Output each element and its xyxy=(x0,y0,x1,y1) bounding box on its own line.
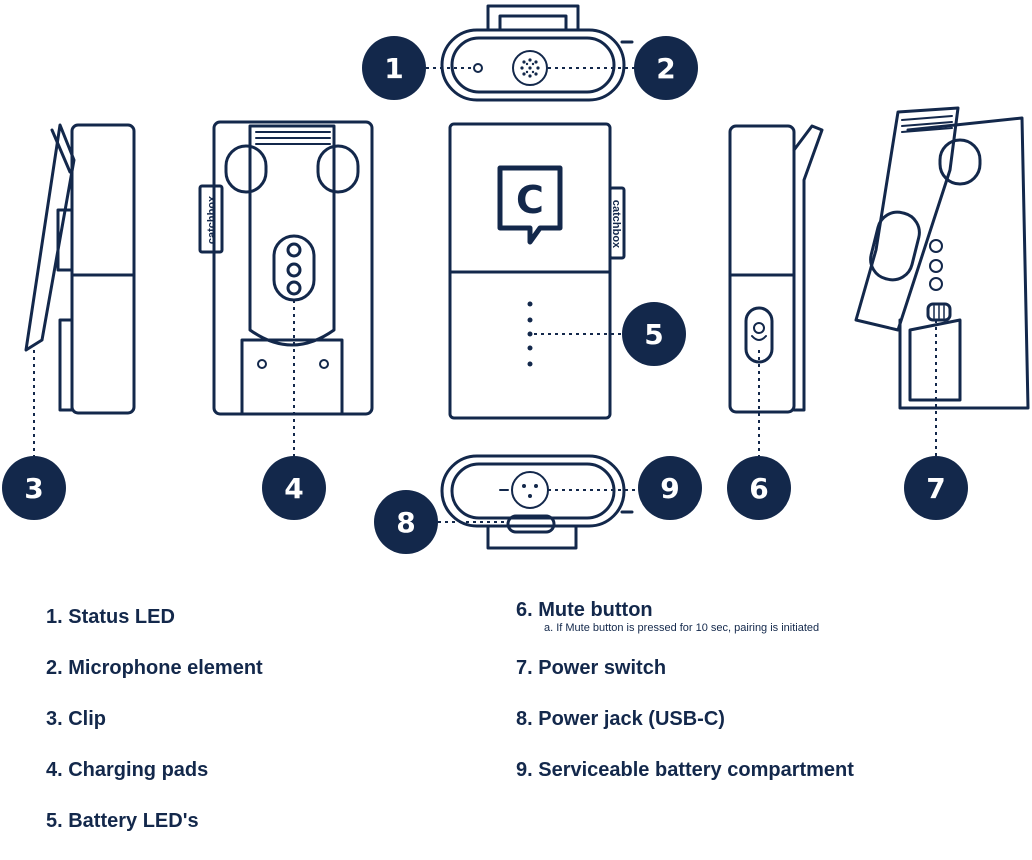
svg-text:7: 7 xyxy=(926,472,945,505)
angled-view-device xyxy=(854,106,1030,410)
legend-item: 4. Charging pads xyxy=(46,759,209,781)
legend-item: 9. Serviceable battery compartment xyxy=(516,759,854,781)
callout-8: 8 xyxy=(374,490,438,554)
legend-item: 8. Power jack (USB-C) xyxy=(516,708,725,730)
legend-item: 6. Mute button xyxy=(516,599,653,621)
back-view-device xyxy=(198,120,374,416)
side-view-clip xyxy=(24,123,136,415)
svg-text:4: 4 xyxy=(284,472,303,505)
battery-leds xyxy=(527,301,533,367)
legend-entry-mute: 6. Mute button a. If Mute button is pres… xyxy=(516,598,854,656)
legend-item: 7. Power switch xyxy=(516,657,667,679)
callout-9: 9 xyxy=(638,456,702,520)
legend-item: 2. Microphone element xyxy=(46,657,263,679)
legend-item: 1. Status LED xyxy=(46,606,175,628)
front-view-device xyxy=(448,122,626,420)
svg-text:5: 5 xyxy=(644,318,663,351)
legend-item: 5. Battery LED's xyxy=(46,810,199,832)
callout-3: 3 xyxy=(2,456,66,520)
svg-text:3: 3 xyxy=(24,472,43,505)
callout-5: 5 xyxy=(622,302,686,366)
svg-text:9: 9 xyxy=(660,472,679,505)
microphone-element xyxy=(512,50,548,86)
brand-label-back: catchbox xyxy=(206,195,218,244)
legend-item: 3. Clip xyxy=(46,708,107,730)
brand-label-front: catchbox xyxy=(610,200,622,249)
logo-letter: C xyxy=(516,178,544,222)
callout-4: 4 xyxy=(262,456,326,520)
callout-7: 7 xyxy=(904,456,968,520)
angled-clip-grille xyxy=(901,115,953,133)
callout-2: 2 xyxy=(634,36,698,100)
svg-text:6: 6 xyxy=(749,472,768,505)
svg-text:2: 2 xyxy=(656,52,675,85)
power-switch xyxy=(926,302,952,322)
svg-text:1: 1 xyxy=(384,52,403,85)
catchbox-logo-icon xyxy=(497,165,563,245)
status-led xyxy=(473,63,483,73)
side-view-mute xyxy=(728,124,824,414)
battery-compartment xyxy=(499,471,549,509)
legend-right: 6. Mute button a. If Mute button is pres… xyxy=(516,598,854,809)
mute-button xyxy=(744,306,774,364)
top-view-device xyxy=(440,4,634,102)
charging-pads xyxy=(272,234,316,302)
callout-6: 6 xyxy=(727,456,791,520)
usb-c-port xyxy=(506,514,556,534)
leader-lines xyxy=(33,67,937,523)
bottom-view-device xyxy=(440,454,634,550)
legend-note: a. If Mute button is pressed for 10 sec,… xyxy=(544,622,820,634)
svg-text:8: 8 xyxy=(396,506,415,539)
legend-left: 1. Status LED 2. Microphone element 3. C… xyxy=(46,605,263,860)
clip-grille xyxy=(255,131,331,145)
callout-1: 1 xyxy=(362,36,426,100)
